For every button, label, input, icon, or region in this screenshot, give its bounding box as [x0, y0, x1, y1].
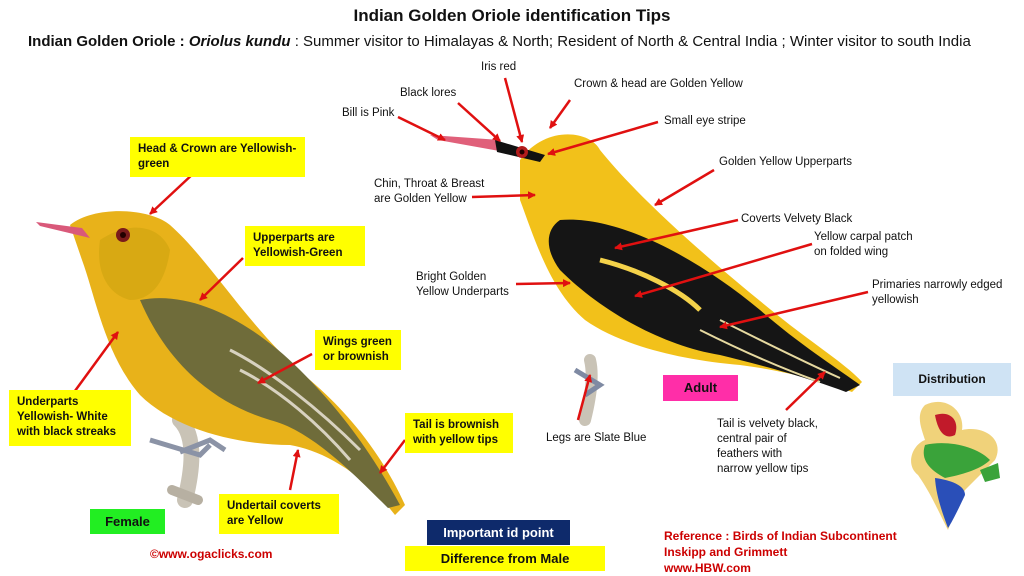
female-pointer-arrows	[70, 171, 406, 491]
page-title: Indian Golden Oriole identification Tips	[353, 6, 671, 25]
box-underparts-line1: Underparts	[17, 396, 79, 408]
legend-important: Important id point	[427, 520, 570, 545]
box-underparts-line3: with black streaks	[17, 426, 117, 438]
label-coverts-black: Coverts Velvety Black	[741, 213, 853, 225]
box-wings-line2: or brownish	[323, 351, 389, 363]
label-legs-slate-blue: Legs are Slate Blue	[546, 432, 647, 444]
box-wings-line1: Wings green	[323, 336, 392, 348]
box-tail-line2: with yellow tips	[413, 434, 498, 446]
label-carpal-patch: Yellow carpal patch on folded wing	[814, 230, 913, 260]
label-crown-golden: Crown & head are Golden Yellow	[574, 78, 743, 90]
credit-site: ©www.ogaclicks.com	[150, 547, 273, 561]
box-tail-line1: Tail is brownish	[413, 419, 500, 431]
subtitle-range: : Summer visitor to Himalayas & North; R…	[290, 33, 971, 50]
label-chin-line1: Chin, Throat & Breast	[374, 178, 485, 190]
subtitle-sep: :	[175, 33, 189, 50]
box-upperparts-line1: Upperparts are	[253, 232, 335, 244]
subtitle: Indian Golden Oriole : Oriolus kundu : S…	[28, 33, 971, 50]
label-tail-velvety: Tail is velvety black, central pair of fea…	[717, 417, 818, 477]
box-head-crown: Head & Crown are Yellowish-green	[130, 137, 305, 177]
label-tail-line1: Tail is velvety black,	[717, 418, 818, 430]
box-head-line1: Head & Crown are Yellowish-	[138, 143, 297, 155]
credit-ref-line1: Reference : Birds of Indian Subcontinent	[664, 529, 897, 543]
box-undertail: Undertail coverts are Yellow	[219, 494, 339, 534]
box-upperparts-line2: Yellowish-Green	[253, 247, 343, 259]
box-tail-tips: Tail is brownish with yellow tips	[405, 413, 513, 453]
label-iris-red: Iris red	[481, 61, 517, 73]
label-bill-pink: Bill is Pink	[342, 107, 395, 119]
credit-reference: Reference : Birds of Indian Subcontinent…	[664, 528, 897, 576]
distribution-header-bg	[893, 363, 1011, 396]
female-bird-illustration	[36, 211, 405, 515]
tag-adult: Adult	[663, 375, 738, 401]
label-primaries: Primaries narrowly edged yellowish	[872, 278, 1002, 308]
male-pointer-arrows	[397, 77, 869, 421]
label-chin-throat: Chin, Throat & Breast are Golden Yellow	[374, 177, 484, 207]
label-carpal-line1: Yellow carpal patch	[814, 231, 913, 243]
box-undertail-line2: are Yellow	[227, 515, 284, 527]
label-eye-stripe: Small eye stripe	[664, 115, 746, 127]
legend-difference: Difference from Male	[405, 546, 605, 571]
credit-ref-line2: Inskipp and Grimmett	[664, 545, 788, 559]
male-bird-illustration	[430, 134, 862, 426]
tag-female: Female	[90, 509, 165, 534]
box-undertail-line1: Undertail coverts	[227, 500, 321, 512]
label-primaries-line2: yellowish	[872, 294, 919, 306]
label-golden-upperparts: Golden Yellow Upperparts	[719, 156, 852, 168]
subtitle-bird: Indian Golden Oriole	[28, 33, 176, 50]
label-tail-line4: narrow yellow tips	[717, 463, 809, 475]
tag-distribution: Distribution	[918, 372, 986, 386]
credit-ref-line3: www.HBW.com	[664, 561, 751, 575]
label-tail-line2: central pair of	[717, 433, 787, 445]
box-wings: Wings green or brownish	[315, 330, 401, 370]
box-underparts-line2: Yellowish- White	[17, 411, 108, 423]
label-underparts-line2: Yellow Underparts	[416, 286, 509, 298]
label-chin-line2: are Golden Yellow	[374, 193, 467, 205]
label-primaries-line1: Primaries narrowly edged	[872, 279, 1003, 291]
label-tail-line3: feathers with	[717, 448, 783, 460]
label-underparts-line1: Bright Golden	[416, 271, 487, 283]
label-black-lores: Black lores	[400, 87, 457, 99]
label-carpal-line2: on folded wing	[814, 246, 889, 258]
subtitle-latin: Oriolus kundu	[188, 33, 291, 50]
india-distribution-map	[911, 401, 1000, 530]
box-head-line2: green	[138, 158, 170, 170]
